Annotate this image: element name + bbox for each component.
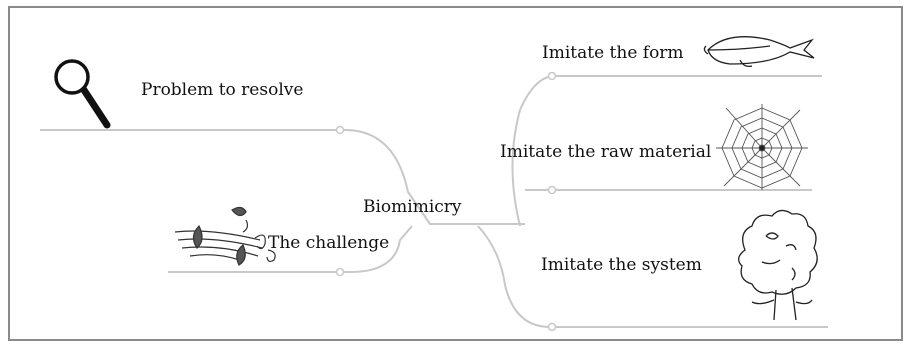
branch-label-system: Imitate the system: [541, 255, 702, 275]
leaves-icon: [174, 206, 276, 266]
connector-challenge: [168, 225, 413, 273]
node-raw: [547, 185, 557, 195]
spiderweb-icon: [716, 104, 808, 190]
connector-lines: [40, 75, 828, 328]
node-problem: [335, 125, 345, 135]
branch-label-raw-material: Imitate the raw material: [500, 142, 712, 162]
branch-label-form: Imitate the form: [542, 43, 684, 63]
diagram-frame: [8, 6, 903, 341]
node-challenge: [335, 267, 345, 277]
tree-icon: [738, 209, 818, 321]
branch-label-challenge: The challenge: [268, 233, 390, 253]
whale-icon: [703, 36, 815, 68]
node-system: [547, 322, 557, 332]
connector-nodes: [335, 71, 557, 332]
branch-label-problem: Problem to resolve: [141, 80, 304, 100]
connector-system: [477, 225, 828, 328]
node-form: [547, 71, 557, 81]
connector-form: [511, 75, 822, 227]
center-label: Biomimicry: [363, 197, 462, 217]
connector-problem: [40, 129, 525, 225]
magnifier-icon: [54, 59, 111, 129]
